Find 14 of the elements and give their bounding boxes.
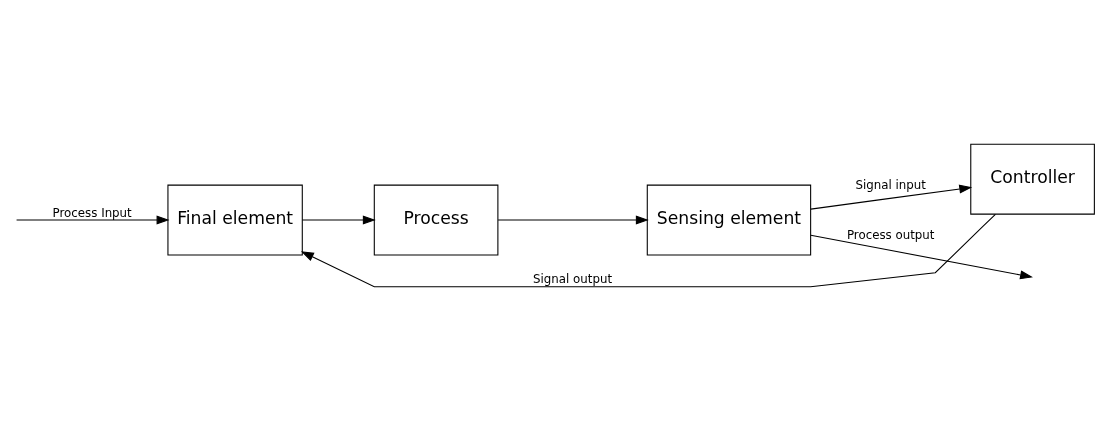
- arrow: [300, 213, 996, 287]
- edge-label: Process Input: [52, 205, 132, 220]
- arrow: [497, 215, 649, 225]
- arrow: [16, 215, 170, 225]
- node-box: Controller: [970, 143, 1095, 215]
- node-box: Sensing element: [646, 184, 812, 256]
- edge-label: Signal output: [533, 271, 613, 286]
- node-box: Final element: [167, 184, 303, 256]
- node-box: Process: [373, 184, 499, 256]
- edge-label: Process output: [846, 227, 935, 242]
- arrow: [301, 215, 376, 225]
- arrow: [810, 234, 1033, 279]
- edge-label: Signal input: [855, 177, 926, 192]
- arrow: [810, 184, 973, 210]
